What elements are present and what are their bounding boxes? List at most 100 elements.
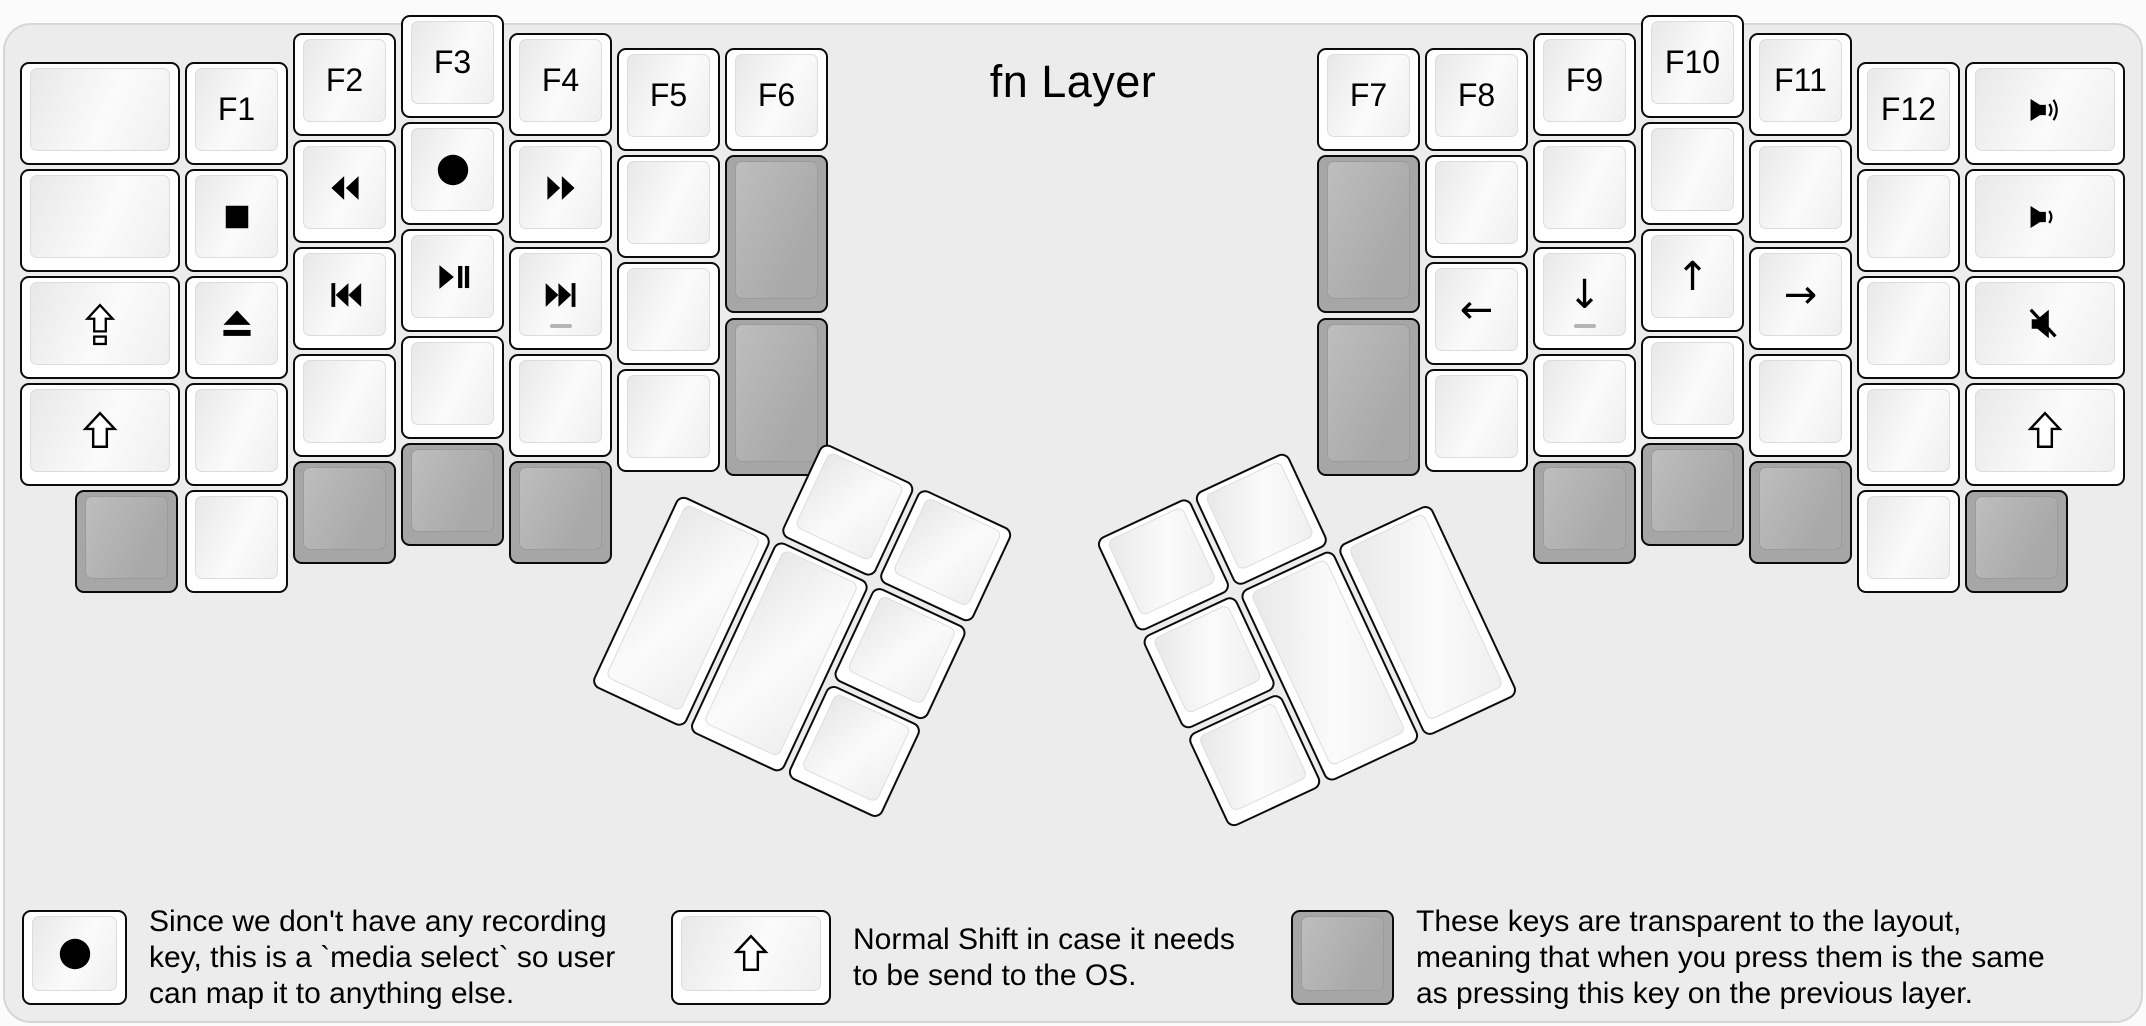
key-f11[interactable]: F11 bbox=[1749, 33, 1852, 136]
keycap-surface bbox=[1975, 282, 2115, 365]
keycap-surface bbox=[195, 282, 278, 365]
key-blank[interactable] bbox=[20, 169, 180, 272]
key-caps-lock[interactable] bbox=[20, 276, 180, 379]
key-blank[interactable] bbox=[20, 62, 180, 165]
key-label: F10 bbox=[1664, 44, 1721, 80]
key-blank[interactable] bbox=[509, 354, 612, 457]
key-transparent[interactable] bbox=[1641, 443, 1744, 546]
key-f7[interactable]: F7 bbox=[1317, 48, 1420, 151]
key-volume-down[interactable] bbox=[1965, 169, 2125, 272]
key-play-pause[interactable] bbox=[401, 229, 504, 332]
key-f6[interactable]: F6 bbox=[725, 48, 828, 151]
key-transparent[interactable] bbox=[1533, 461, 1636, 564]
key-transparent[interactable] bbox=[1317, 318, 1420, 476]
key-transparent[interactable] bbox=[1965, 490, 2068, 593]
key-volume-up[interactable] bbox=[1965, 62, 2125, 165]
key-blank[interactable] bbox=[1749, 354, 1852, 457]
keycap-surface bbox=[1435, 375, 1518, 458]
key-arrow-down[interactable]: ↓ bbox=[1533, 247, 1636, 350]
key-f4[interactable]: F4 bbox=[509, 33, 612, 136]
key-blank[interactable] bbox=[1533, 140, 1636, 243]
key-blank[interactable] bbox=[185, 383, 288, 486]
key-eject[interactable] bbox=[185, 276, 288, 379]
key-transparent[interactable] bbox=[75, 490, 178, 593]
key-f12[interactable]: F12 bbox=[1857, 62, 1960, 165]
key-f8[interactable]: F8 bbox=[1425, 48, 1528, 151]
key-label: F12 bbox=[1880, 91, 1937, 127]
keycap-surface bbox=[735, 161, 818, 299]
key-label: F1 bbox=[217, 91, 256, 127]
keycap-surface bbox=[303, 360, 386, 443]
key-blank[interactable] bbox=[1857, 383, 1960, 486]
key-label: ↓ bbox=[1567, 271, 1602, 318]
key-blank[interactable] bbox=[401, 336, 504, 439]
key-blank[interactable] bbox=[1857, 276, 1960, 379]
keycap-surface bbox=[1301, 916, 1384, 991]
key-blank[interactable] bbox=[1749, 140, 1852, 243]
keycap-surface bbox=[303, 467, 386, 550]
key-mute[interactable] bbox=[1965, 276, 2125, 379]
keycap-surface bbox=[1651, 128, 1734, 211]
key-arrow-up[interactable]: ↑ bbox=[1641, 229, 1744, 332]
key-prev-track[interactable] bbox=[293, 247, 396, 350]
page-title: fn Layer bbox=[989, 56, 1157, 107]
key-blank[interactable] bbox=[185, 490, 288, 593]
legend-text: Normal Shift in case it needs bbox=[853, 922, 1235, 956]
keycap-surface bbox=[1651, 342, 1734, 425]
key-f9[interactable]: F9 bbox=[1533, 33, 1636, 136]
key-transparent[interactable] bbox=[1749, 461, 1852, 564]
keycap-surface: F9 bbox=[1543, 39, 1626, 122]
key-f3[interactable]: F3 bbox=[401, 15, 504, 118]
key-transparent[interactable] bbox=[1317, 155, 1420, 313]
keycap-surface: F6 bbox=[735, 54, 818, 137]
key-transparent[interactable] bbox=[725, 318, 828, 476]
key-arrow-left[interactable]: ← bbox=[1425, 262, 1528, 365]
key-shift-right[interactable] bbox=[1965, 383, 2125, 486]
key-blank[interactable] bbox=[1857, 490, 1960, 593]
key-label: F3 bbox=[433, 44, 472, 80]
rewind-icon bbox=[325, 171, 365, 205]
key-next-track[interactable] bbox=[509, 247, 612, 350]
key-blank[interactable] bbox=[1641, 336, 1744, 439]
shift-icon bbox=[2023, 410, 2067, 452]
key-label: ← bbox=[1459, 286, 1494, 333]
key-label: F2 bbox=[325, 62, 364, 98]
keycap-surface bbox=[195, 496, 278, 579]
legend-text: Since we don't have any recording bbox=[149, 904, 607, 938]
legend-text: key, this is a `media select` so user bbox=[149, 940, 616, 974]
key-blank[interactable] bbox=[1857, 169, 1960, 272]
key-record[interactable] bbox=[401, 122, 504, 225]
keycap-surface bbox=[30, 282, 170, 365]
key-fast-forward[interactable] bbox=[509, 140, 612, 243]
keycap-surface bbox=[411, 449, 494, 532]
key-f5[interactable]: F5 bbox=[617, 48, 720, 151]
mute-icon bbox=[2025, 305, 2065, 343]
keycap-surface bbox=[30, 389, 170, 472]
key-blank[interactable] bbox=[1533, 354, 1636, 457]
key-label: F6 bbox=[757, 77, 796, 113]
key-blank[interactable] bbox=[617, 369, 720, 472]
keycap-surface bbox=[30, 175, 170, 258]
key-blank[interactable] bbox=[1641, 122, 1744, 225]
key-stop[interactable] bbox=[185, 169, 288, 272]
key-blank[interactable] bbox=[617, 262, 720, 365]
key-f1[interactable]: F1 bbox=[185, 62, 288, 165]
keycap-surface bbox=[195, 175, 278, 258]
key-shift-left[interactable] bbox=[20, 383, 180, 486]
key-transparent[interactable] bbox=[293, 461, 396, 564]
key-f10[interactable]: F10 bbox=[1641, 15, 1744, 118]
key-rewind[interactable] bbox=[293, 140, 396, 243]
key-blank[interactable] bbox=[1425, 369, 1528, 472]
key-arrow-right[interactable]: → bbox=[1749, 247, 1852, 350]
shift-icon bbox=[729, 933, 773, 975]
key-f2[interactable]: F2 bbox=[293, 33, 396, 136]
key-transparent[interactable] bbox=[509, 461, 612, 564]
shift-icon bbox=[78, 410, 122, 452]
key-transparent[interactable] bbox=[725, 155, 828, 313]
key-blank[interactable] bbox=[1425, 155, 1528, 258]
key-blank[interactable] bbox=[293, 354, 396, 457]
key-transparent[interactable] bbox=[401, 443, 504, 546]
volume-down-icon bbox=[2024, 200, 2066, 234]
key-blank[interactable] bbox=[617, 155, 720, 258]
